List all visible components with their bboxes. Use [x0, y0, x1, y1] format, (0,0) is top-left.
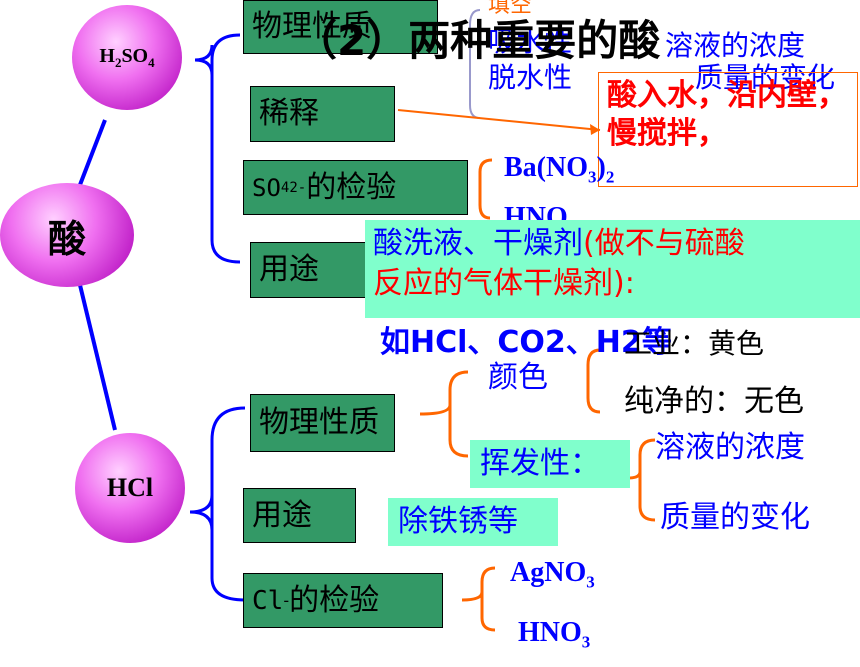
volatile-concentration: 溶液的浓度: [655, 430, 805, 465]
hcl-node: HCl: [75, 433, 185, 543]
hcl-use-box: 用途: [243, 488, 356, 543]
connector-lines: [76, 9, 656, 632]
reagent-hno3-hcl: HNO3: [518, 616, 591, 652]
reagent-agno3: AgNO3: [510, 557, 595, 592]
color-value: 纯净的：无色: [624, 384, 804, 419]
h2so4-use-note: 酸洗液、干燥剂(做不与硫酸 反应的气体干燥剂):: [365, 220, 860, 318]
dilute-note: 酸入水，沿内壁，慢搅拌，: [598, 72, 858, 187]
h2so4-formula: H2SO4: [99, 44, 155, 70]
h2so4-dilute-box: 稀释: [250, 86, 395, 142]
acid-node: 酸: [0, 183, 134, 287]
hcl-props-box: 物理性质: [250, 394, 395, 452]
color-label: 颜色: [488, 360, 548, 395]
mass-change-label: 质量的变化: [695, 61, 836, 94]
volatile-label: 挥发性：: [470, 440, 630, 488]
volatile-mass-change: 质量的变化: [660, 500, 810, 535]
page-title: （2）两种重要的酸: [295, 16, 661, 65]
use-examples: 如HCl、CO2、H2等: [380, 325, 672, 360]
h2so4-use-box: 用途: [250, 242, 370, 298]
industrial-color: 工业：黄色: [624, 327, 765, 360]
acid-label: 酸: [47, 216, 86, 261]
concentration-label: 溶液的浓度: [665, 29, 806, 62]
hcl-label: HCl: [106, 473, 154, 502]
hcl-use-note: 除铁锈等: [388, 498, 558, 546]
cl-reagents: AgNO3 HNO3: [510, 548, 595, 667]
absorbent-label: 吸水性: [488, 25, 573, 58]
h2so4-props-right: 溶液的浓度 质量的变化: [665, 30, 835, 94]
h2so4-props-box: 物理性质: [243, 0, 438, 54]
fill-blank-label: 填空: [488, 0, 533, 18]
h2so4-node: H2SO4: [72, 5, 182, 110]
h2so4-props-list: 填空 吸水性 脱水性: [488, 0, 578, 108]
hcl-test-box: Cl-的检验: [243, 573, 443, 628]
dehydrating-label: 脱水性: [488, 61, 573, 94]
reagent-bano3: Ba(NO3)2: [504, 152, 615, 187]
